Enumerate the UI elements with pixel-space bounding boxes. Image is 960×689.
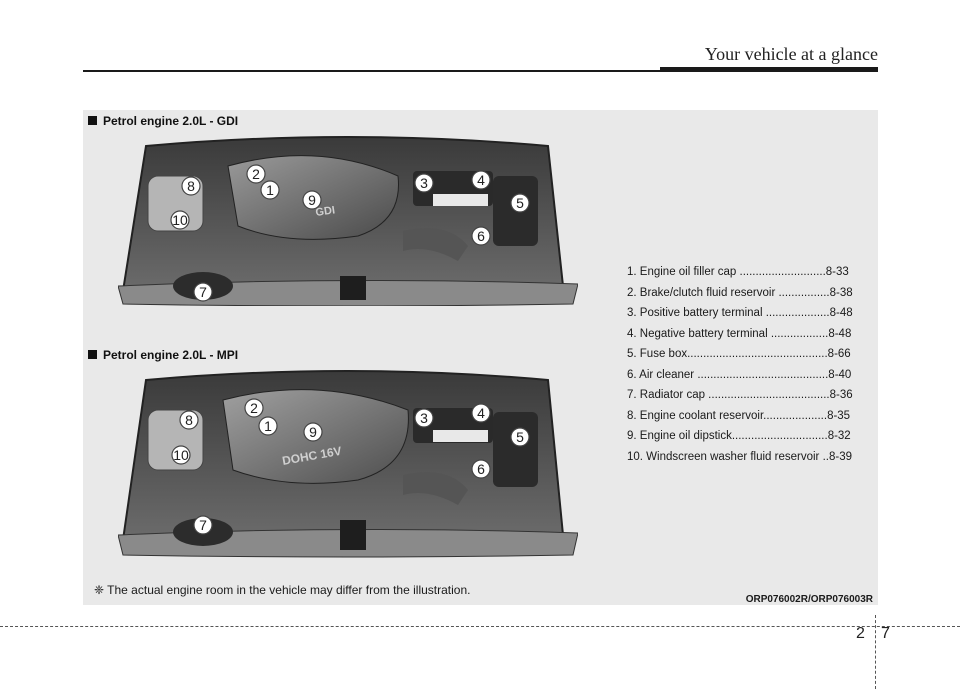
callout-8: 8 (181, 176, 201, 196)
svg-text:3: 3 (420, 175, 428, 191)
engine-cover-text: GDI (315, 204, 336, 219)
callout-1: 1 (258, 416, 278, 436)
callout-3: 3 (414, 408, 434, 428)
bullet-square-icon (88, 116, 97, 125)
svg-text:3: 3 (420, 410, 428, 426)
svg-text:8: 8 (185, 412, 193, 428)
parts-legend: 1. Engine oil filler cap ...............… (627, 262, 872, 467)
chapter-number: 2 (856, 625, 865, 642)
legend-item: 1. Engine oil filler cap ...............… (627, 266, 849, 278)
legend-item: 10. Windscreen washer fluid reservoir ..… (627, 450, 852, 463)
engine-illustration-mpi: DOHC 16V 1 2 3 4 5 6 7 8 9 10 (118, 370, 578, 560)
svg-text:2: 2 (252, 166, 260, 182)
svg-text:10: 10 (173, 447, 189, 463)
callout-2: 2 (244, 398, 264, 418)
svg-text:1: 1 (264, 418, 272, 434)
svg-text:6: 6 (477, 228, 485, 244)
page-number: 7 (881, 625, 890, 642)
legend-item: 3. Positive battery terminal ...........… (627, 307, 853, 319)
callout-6: 6 (471, 226, 491, 246)
svg-text:9: 9 (308, 192, 316, 208)
svg-text:6: 6 (477, 461, 485, 477)
callout-2: 2 (246, 164, 266, 184)
svg-text:5: 5 (516, 429, 524, 445)
callout-10: 10 (170, 210, 190, 230)
callout-9: 9 (302, 190, 322, 210)
callout-10: 10 (171, 445, 191, 465)
legend-item: 8. Engine coolant reservoir.............… (627, 409, 851, 422)
footer-divider (0, 626, 960, 627)
callout-5: 5 (510, 193, 530, 213)
section-label-gdi: Petrol engine 2.0L - GDI (88, 114, 238, 128)
callout-5: 5 (510, 427, 530, 447)
legend-item: 2. Brake/clutch fluid reservoir ........… (627, 286, 853, 299)
legend-item: 4. Negative battery terminal ...........… (627, 327, 852, 340)
svg-text:2: 2 (250, 400, 258, 416)
callout-1: 1 (260, 180, 280, 200)
svg-text:4: 4 (477, 405, 485, 421)
illustration-note: ❈ The actual engine room in the vehicle … (94, 583, 471, 597)
svg-text:7: 7 (199, 517, 207, 533)
callout-9: 9 (303, 422, 323, 442)
callout-4: 4 (471, 170, 491, 190)
image-code: ORP076002R/ORP076003R (745, 594, 873, 605)
bullet-square-icon (88, 350, 97, 359)
svg-text:10: 10 (172, 212, 188, 228)
legend-item: 5. Fuse box.............................… (627, 348, 851, 360)
svg-text:4: 4 (477, 172, 485, 188)
svg-text:1: 1 (266, 182, 274, 198)
svg-text:7: 7 (199, 284, 207, 300)
header-rule-accent (660, 67, 878, 72)
callout-3: 3 (414, 173, 434, 193)
legend-item: 9. Engine oil dipstick..................… (627, 430, 851, 442)
page-header-title: Your vehicle at a glance (704, 44, 878, 64)
header-rule (83, 70, 878, 72)
svg-text:9: 9 (309, 424, 317, 440)
callout-8: 8 (179, 410, 199, 430)
callout-4: 4 (471, 403, 491, 423)
legend-item: 6. Air cleaner .........................… (627, 368, 852, 381)
callout-7: 7 (193, 515, 213, 535)
engine-illustration-gdi: GDI 1 2 3 4 5 6 7 8 9 10 (118, 136, 578, 306)
callout-6: 6 (471, 459, 491, 479)
svg-text:8: 8 (187, 178, 195, 194)
svg-text:5: 5 (516, 195, 524, 211)
page-number-divider (875, 615, 877, 689)
callout-7: 7 (193, 282, 213, 302)
legend-item: 7. Radiator cap ........................… (627, 389, 853, 401)
section-label-mpi: Petrol engine 2.0L - MPI (88, 348, 238, 362)
